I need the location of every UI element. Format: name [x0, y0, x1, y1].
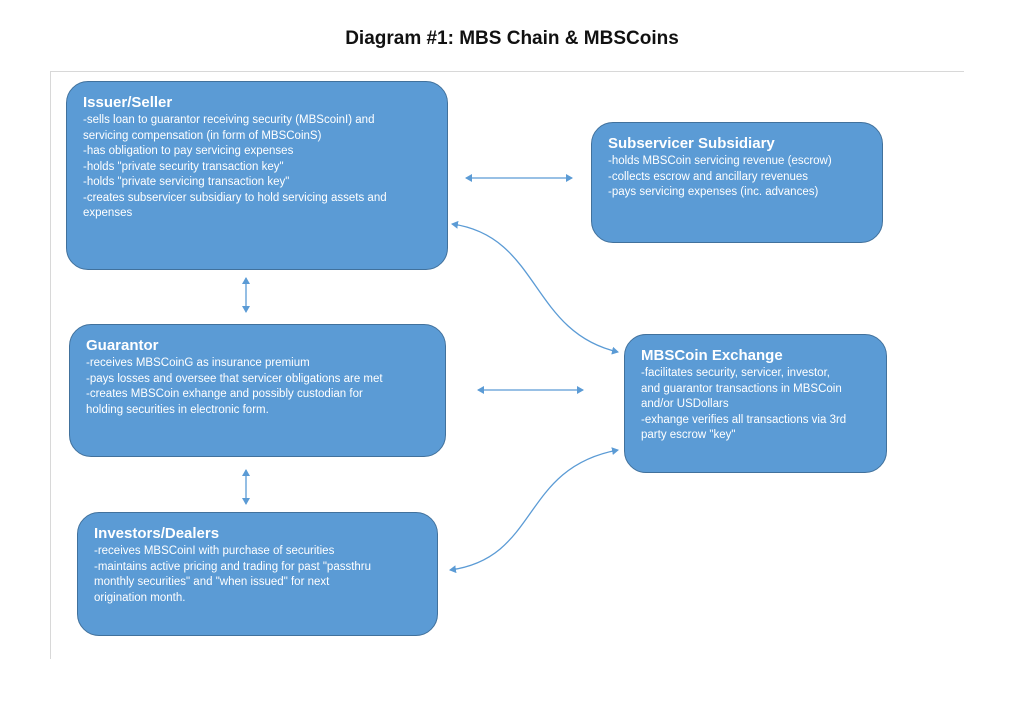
arrow-investors-exchange [449, 447, 619, 574]
issuer-line: -sells loan to guarantor receiving secur… [83, 114, 375, 126]
subservicer-line: -pays servicing expenses (inc. advances) [608, 186, 819, 198]
subservicer-subsidiary-box: Subservicer Subsidiary -holds MBSCoin se… [591, 122, 883, 243]
guarantor-box: Guarantor -receives MBSCoinG as insuranc… [69, 324, 446, 457]
issuer-line: -has obligation to pay servicing expense… [83, 145, 294, 157]
exchange-line: party escrow "key" [641, 429, 736, 441]
investors-line: origination month. [94, 591, 186, 604]
issuer-line: expenses [83, 207, 133, 219]
guarantor-line: -creates MBSCoin exhange and possibly cu… [86, 388, 363, 400]
diagram-title: Diagram #1: MBS Chain & MBSCoins [345, 28, 679, 49]
mbscoin-exchange-box: MBSCoin Exchange -facilitates security, … [624, 334, 887, 473]
issuer-line: -holds "private servicing transaction ke… [83, 176, 290, 188]
arrow-issuer-exchange [451, 220, 619, 355]
exchange-line: and/or USDollars [641, 398, 729, 410]
guarantor-title: Guarantor [86, 337, 159, 354]
subservicer-line: -collects escrow and ancillary revenues [608, 170, 809, 183]
exchange-line: -exhange verifies all transactions via 3… [641, 413, 847, 426]
exchange-line: and guarantor transactions in MBSCoin [641, 382, 842, 395]
guarantor-line: -pays losses and oversee that servicer o… [86, 372, 383, 385]
guarantor-line: holding securities in electronic form. [86, 403, 269, 416]
mbscoin-exchange-title: MBSCoin Exchange [641, 347, 783, 364]
investors-line: monthly securities" and "when issued" fo… [94, 576, 330, 588]
investors-line: -maintains active pricing and trading fo… [94, 560, 372, 573]
frame-left-border [50, 71, 51, 659]
investors-dealers-title: Investors/Dealers [94, 525, 220, 542]
subservicer-line: -holds MBSCoin servicing revenue (escrow… [608, 155, 832, 167]
issuer-seller-box: Issuer/Seller -sells loan to guarantor r… [66, 81, 448, 270]
subservicer-subsidiary-title: Subservicer Subsidiary [608, 135, 775, 152]
frame-top-border [50, 71, 964, 72]
issuer-line: servicing compensation (in form of MBSCo… [83, 129, 322, 142]
issuer-line: -holds "private security transaction key… [83, 160, 284, 173]
investors-line: -receives MBSCoinI with purchase of secu… [94, 545, 335, 557]
issuer-line: -creates subservicer subsidiary to hold … [83, 191, 387, 204]
exchange-line: -facilitates security, servicer, investo… [641, 367, 830, 379]
issuer-seller-title: Issuer/Seller [83, 94, 173, 111]
guarantor-line: -receives MBSCoinG as insurance premium [86, 357, 310, 369]
investors-dealers-box: Investors/Dealers -receives MBSCoinI wit… [77, 512, 438, 636]
